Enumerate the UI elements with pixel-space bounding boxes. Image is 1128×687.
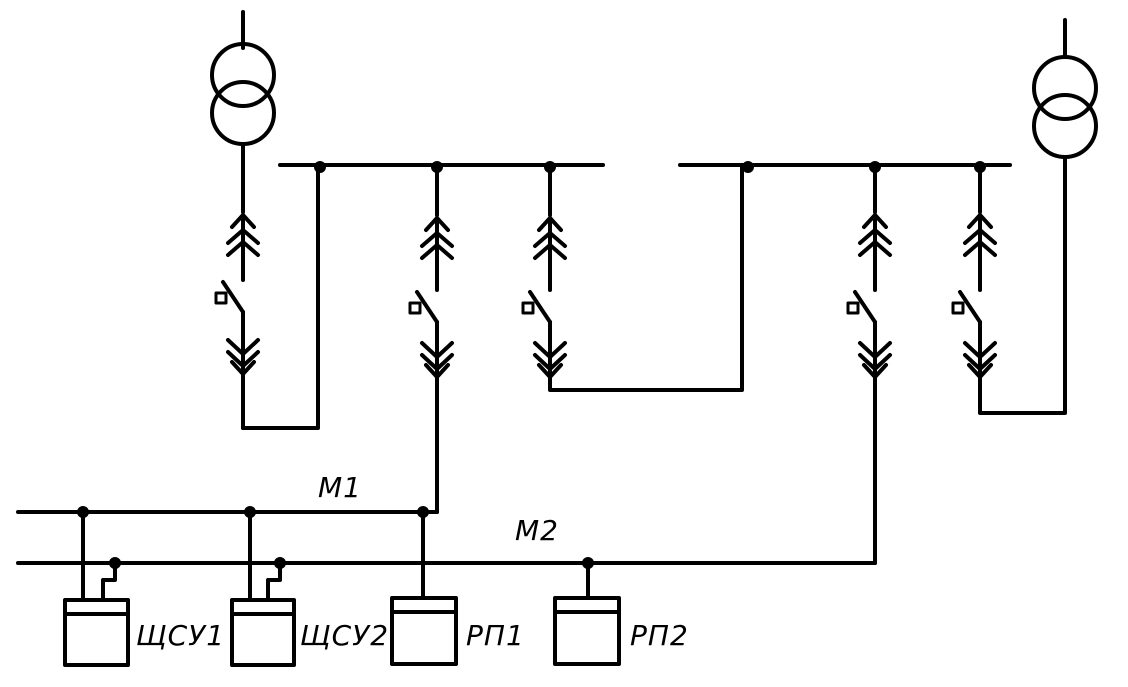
distribution-point-rp2-label: РП2 <box>630 619 689 652</box>
panel-shchsu1-icon <box>63 510 130 667</box>
panel-shchsu2-icon <box>230 510 296 667</box>
busbar-section-right <box>678 161 1012 173</box>
distribution-point-rp1-icon <box>390 510 458 666</box>
feeder-m1-breaker-icon <box>408 165 454 514</box>
bus-m1-label: М1 <box>318 471 362 504</box>
incomer-right-breaker-icon <box>951 165 997 379</box>
panel-shchsu1-label: ЩСУ1 <box>136 619 225 652</box>
busbar-section-left <box>278 161 605 173</box>
main-bus-m2 <box>16 557 877 569</box>
panel-shchsu2-label: ЩСУ2 <box>300 619 389 652</box>
distribution-point-rp2-icon <box>553 561 621 666</box>
main-bus-m1 <box>16 506 439 518</box>
transformer-left-icon <box>210 10 320 430</box>
transformer-right-icon <box>978 18 1098 415</box>
bus-tie-breaker-icon <box>521 165 744 392</box>
bus-m2-label: М2 <box>515 514 559 547</box>
distribution-point-rp1-label: РП1 <box>466 619 525 652</box>
